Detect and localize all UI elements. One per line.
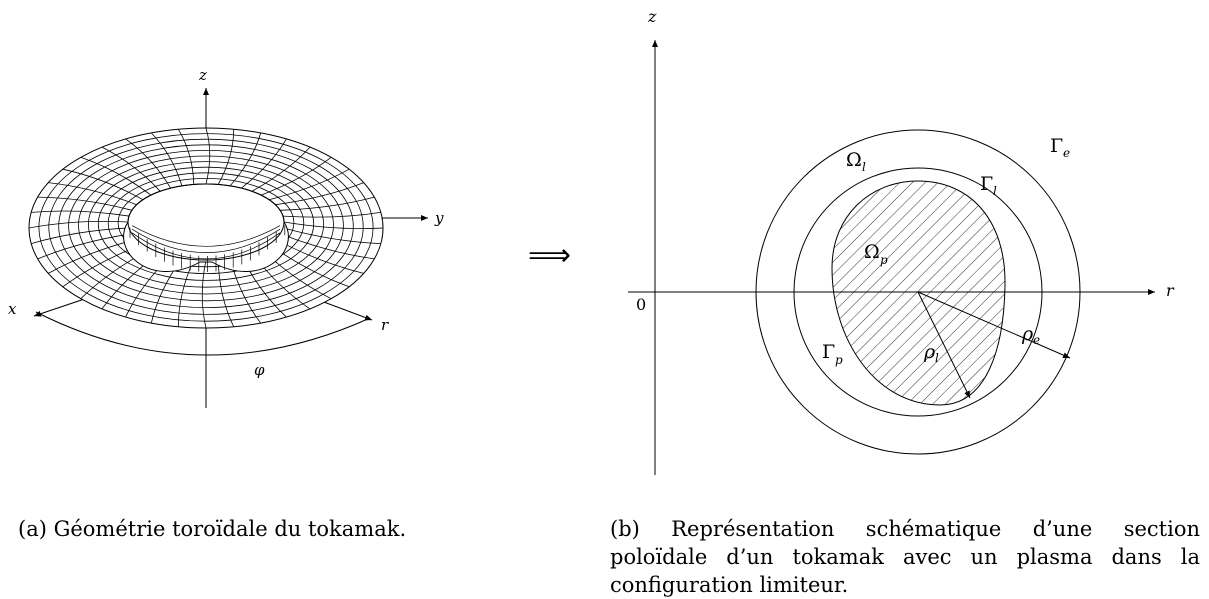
- poloidal-r-label: r: [1166, 281, 1175, 300]
- omega-l-label: Ω l: [846, 149, 866, 174]
- torus-meridian: [217, 129, 235, 185]
- torus-meridian: [101, 146, 161, 192]
- torus-phi-arc: [35, 311, 371, 356]
- rho-l-label: ρ l: [923, 341, 939, 365]
- torus-meridian: [205, 127, 211, 185]
- gamma-e-label: Γ e: [1050, 135, 1070, 160]
- poloidal-z-label: z: [647, 7, 657, 26]
- torus-meridian: [283, 221, 384, 229]
- torus-meridian: [217, 259, 235, 327]
- torus-r-label: r: [381, 316, 389, 334]
- svg-text:Γ: Γ: [1050, 135, 1063, 157]
- torus-meridian: [48, 182, 137, 206]
- torus-meridian: [31, 210, 130, 217]
- svg-text:Ω: Ω: [846, 149, 862, 171]
- svg-text:e: e: [1063, 146, 1070, 160]
- torus-meridian: [241, 138, 287, 189]
- torus-meridian: [80, 156, 152, 196]
- rho-e-arrow: [917, 291, 1071, 359]
- caption-a: (a) Géométrie toroïdale du tokamak.: [18, 517, 407, 541]
- torus-ring: [68, 150, 344, 302]
- torus-meridian: [37, 233, 132, 260]
- svg-text:Ω: Ω: [864, 241, 880, 263]
- torus-meridian: [269, 168, 350, 201]
- torus-meridian: [261, 156, 332, 196]
- torus-hole-arc: [131, 228, 281, 253]
- torus-meridian: [251, 146, 311, 192]
- origin-label: 0: [636, 295, 646, 314]
- svg-text:l: l: [862, 160, 866, 174]
- torus-hole-arc: [131, 232, 281, 260]
- svg-text:ρ: ρ: [923, 341, 936, 363]
- svg-text:l: l: [935, 351, 939, 365]
- svg-text:ρ: ρ: [1021, 323, 1034, 345]
- torus-meridian: [280, 196, 375, 211]
- rho-e-label: ρ e: [1021, 323, 1040, 347]
- torus-ring: [78, 155, 334, 295]
- torus-y-label: y: [434, 209, 444, 227]
- torus-meridian: [201, 259, 207, 329]
- torus-meridian: [28, 221, 129, 229]
- implies-arrow: ⟹: [528, 238, 571, 273]
- svg-text:p: p: [880, 253, 888, 267]
- torus-meridian: [280, 233, 375, 260]
- torus-phi-label: φ: [254, 361, 265, 379]
- caption-b: (b) Représentation schématique d’une sec…: [610, 517, 1200, 597]
- figure: z y x r φ ⟹ z r 0 Γ e Ω l: [8, 7, 1175, 475]
- svg-text:Γ: Γ: [822, 341, 835, 363]
- torus-meridian: [282, 227, 381, 244]
- torus-x-label: x: [8, 300, 17, 318]
- torus-meridian: [31, 227, 130, 244]
- torus-meridian: [125, 138, 171, 189]
- omega-p-label: Ω p: [864, 241, 888, 267]
- torus-meridian: [37, 196, 132, 211]
- torus-panel: z y x r φ: [8, 66, 444, 408]
- rho-l-arrow: [917, 291, 971, 399]
- torus-hole-arc: [131, 225, 281, 247]
- torus-meridian: [151, 132, 183, 187]
- poloidal-panel: z r 0 Γ e Ω l Γ l Ω p Γ p ρ l ρ e: [628, 7, 1175, 475]
- torus-meridian: [275, 182, 364, 206]
- torus-ring: [58, 144, 354, 308]
- torus-ring: [107, 172, 305, 274]
- torus-meridian: [282, 212, 381, 218]
- gamma-p-label: Γ p: [822, 341, 843, 367]
- torus-meridian: [62, 168, 144, 201]
- svg-text:p: p: [835, 353, 843, 367]
- svg-text:l: l: [993, 184, 997, 198]
- svg-text:Γ: Γ: [980, 173, 993, 195]
- torus-ring: [48, 138, 364, 315]
- torus-ring: [97, 166, 315, 281]
- torus-ring: [88, 161, 324, 288]
- torus-meridian: [229, 132, 262, 187]
- torus-meridian: [177, 128, 195, 185]
- torus-ring: [117, 178, 295, 268]
- torus-ring: [38, 133, 374, 322]
- torus-z-label: z: [198, 66, 207, 84]
- svg-text:e: e: [1033, 333, 1040, 347]
- gamma-l-label: Γ l: [980, 173, 997, 198]
- torus-surface: [28, 127, 384, 329]
